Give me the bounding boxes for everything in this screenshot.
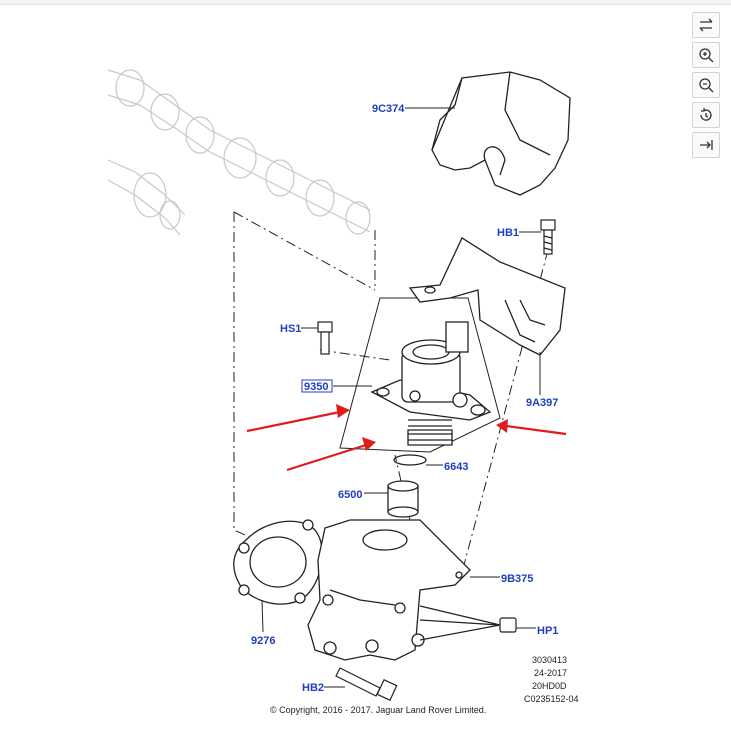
- zoom-out-button[interactable]: [692, 72, 720, 98]
- label-6643[interactable]: 6643: [444, 461, 468, 473]
- bolt-HB1: [540, 219, 556, 255]
- bolt-HB2: [335, 667, 398, 702]
- ref-code-4: C0235152-04: [524, 694, 579, 704]
- swap-icon: [699, 18, 713, 32]
- label-9350-highlight: [301, 379, 333, 393]
- arrow-left-lower: [286, 437, 376, 472]
- ref-code-3: 20HD0D: [532, 681, 567, 691]
- label-9B375[interactable]: 9B375: [501, 573, 533, 585]
- pump-cover-9C374: [431, 71, 571, 196]
- viewer-toolbar: [692, 12, 722, 158]
- reset-icon: [700, 108, 712, 121]
- zoom-out-icon: [699, 78, 714, 93]
- label-HS1[interactable]: HS1: [280, 323, 301, 335]
- copyright-text: © Copyright, 2016 - 2017. Jaguar Land Ro…: [270, 705, 486, 715]
- label-9350[interactable]: 9350: [304, 381, 328, 393]
- swap-button[interactable]: [692, 12, 720, 38]
- label-9A397[interactable]: 9A397: [526, 397, 558, 409]
- label-6500[interactable]: 6500: [338, 489, 362, 501]
- bracket-9A397: [408, 237, 566, 356]
- label-9C374[interactable]: 9C374: [372, 103, 405, 115]
- red-arrows: [246, 404, 567, 472]
- tappet-6500: [387, 480, 419, 518]
- camshaft-ghost: [107, 69, 371, 236]
- label-HB2[interactable]: HB2: [302, 682, 324, 694]
- zoom-in-icon: [699, 48, 714, 63]
- zoom-in-button[interactable]: [692, 42, 720, 68]
- label-9276[interactable]: 9276: [251, 635, 275, 647]
- ref-code-2: 24-2017: [534, 668, 567, 678]
- ref-code-1: 3030413: [532, 655, 567, 665]
- bolt-HS1: [317, 321, 333, 355]
- top-border: [0, 0, 731, 5]
- arrow-right: [496, 419, 567, 436]
- arrow-left-upper: [246, 404, 350, 433]
- expand-button[interactable]: [692, 132, 720, 158]
- label-HB1[interactable]: HB1: [497, 227, 519, 239]
- fuel-pump-9350: [370, 321, 492, 446]
- o-ring-6643: [393, 454, 427, 466]
- pump-assembly-outline: [339, 297, 501, 453]
- reset-button[interactable]: [692, 102, 720, 128]
- label-HP1[interactable]: HP1: [537, 625, 558, 637]
- leader-lines: [261, 107, 541, 688]
- pump-housing-9B375: [307, 519, 471, 661]
- plug-HP1: [419, 605, 517, 641]
- gasket-9276: [233, 519, 323, 605]
- expand-icon: [700, 140, 713, 150]
